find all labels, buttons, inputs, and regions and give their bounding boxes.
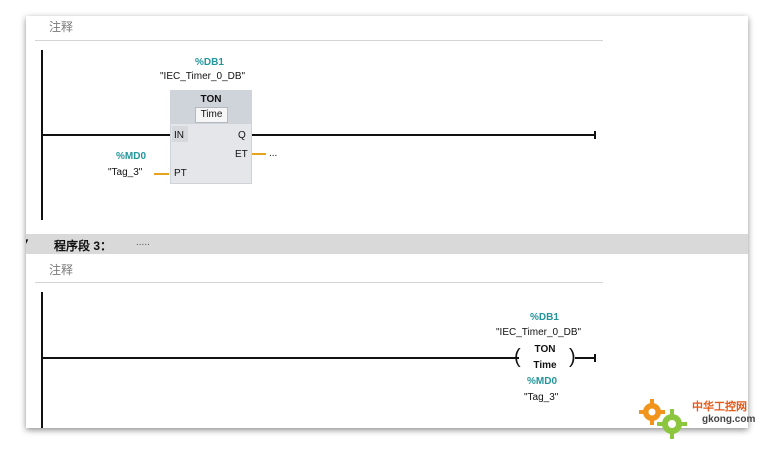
timer-instance-address: %DB1 <box>195 57 224 68</box>
rung-end <box>594 131 596 139</box>
ton-type-label: TON <box>200 94 222 105</box>
ton-block-header: TON Time <box>171 91 251 124</box>
ladder-canvas: 注释 %DB1 "IEC_Timer_0_DB" TON Time IN Q E… <box>26 16 748 428</box>
ton-block[interactable]: TON Time IN Q ET PT <box>170 90 252 184</box>
network2-comment[interactable]: 注释 <box>49 20 74 34</box>
in-pin-highlight <box>172 126 188 142</box>
pin-et[interactable]: ET <box>235 149 248 160</box>
coil-pt-address: %MD0 <box>527 376 558 387</box>
coil-instance-address: %DB1 <box>530 312 559 323</box>
timer-instance-name[interactable]: "IEC_Timer_0_DB" <box>160 71 246 82</box>
network3-header[interactable]: ▼ 程序段 3： ..... <box>26 234 748 254</box>
pt-tag-name[interactable]: "Tag_3" <box>108 167 143 178</box>
coil-right-paren-icon[interactable]: ) <box>569 346 576 368</box>
et-value[interactable]: ... <box>269 148 278 159</box>
ton-coil-type[interactable]: TON <box>534 344 556 355</box>
network3-title-placeholder[interactable]: ..... <box>136 237 150 248</box>
gear-logo-icon <box>639 399 687 439</box>
coil-instance-name[interactable]: "IEC_Timer_0_DB" <box>496 327 582 338</box>
comment-divider <box>35 40 603 41</box>
rung3-wire-left[interactable] <box>42 357 519 359</box>
watermark-text: 中华工控网 <box>692 401 747 413</box>
pt-param-wire <box>154 173 169 175</box>
ton-coil-time[interactable]: Time <box>533 360 557 371</box>
collapse-arrow-icon[interactable]: ▼ <box>26 237 30 246</box>
rung3-wire-right[interactable] <box>575 357 595 359</box>
network3-comment[interactable]: 注释 <box>49 263 74 277</box>
in-wire[interactable] <box>42 134 170 136</box>
network3-title: 程序段 3： <box>54 239 113 253</box>
gkong-watermark: 中华工控网 gkong.com <box>636 386 766 446</box>
et-param-wire <box>252 153 266 155</box>
power-rail-left-3 <box>41 292 43 428</box>
watermark-url: gkong.com <box>702 414 756 425</box>
coil-pt-name[interactable]: "Tag_3" <box>524 392 559 403</box>
ton-time-type[interactable]: Time <box>195 107 228 123</box>
coil-left-paren-icon[interactable]: ( <box>514 346 521 368</box>
comment-divider-3 <box>35 282 603 283</box>
pin-pt[interactable]: PT <box>174 168 187 179</box>
pt-address: %MD0 <box>116 151 147 162</box>
rung3-end <box>594 354 596 362</box>
q-wire[interactable] <box>250 134 595 136</box>
pin-q[interactable]: Q <box>238 130 246 141</box>
pin-in[interactable]: IN <box>174 130 184 141</box>
